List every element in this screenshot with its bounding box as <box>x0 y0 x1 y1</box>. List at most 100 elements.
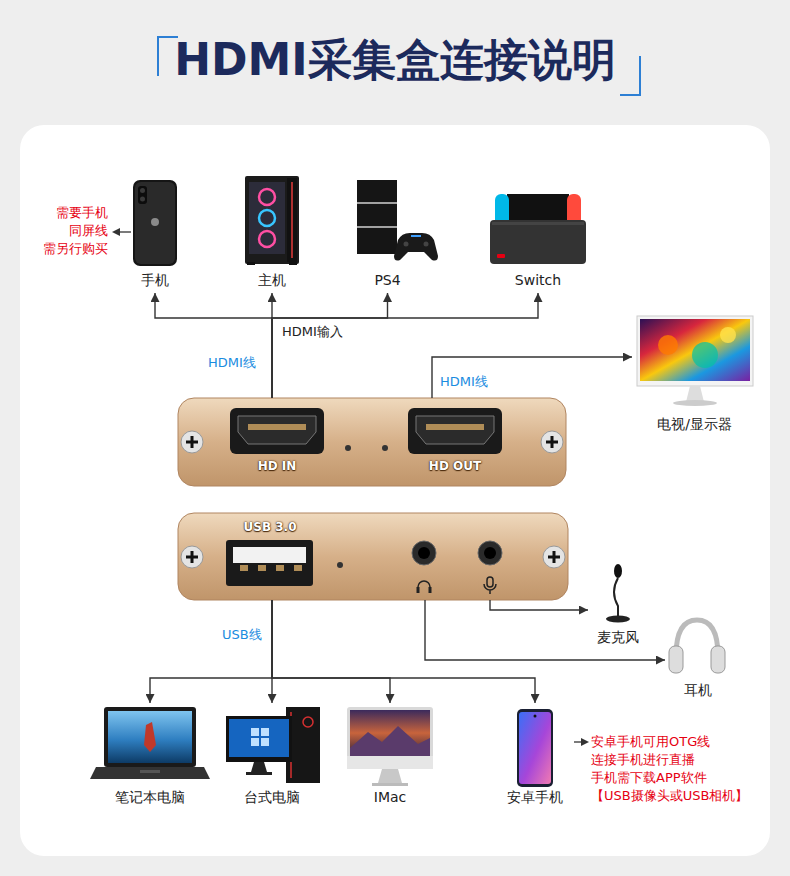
capture-box-front-illustration-part <box>416 416 494 444</box>
android-phone-illustration <box>517 709 553 787</box>
capture-box-front-illustration <box>178 398 566 486</box>
capture-box-back-illustration-part <box>233 547 306 563</box>
gaming-pc-illustration-part <box>259 189 275 205</box>
signal-label: HDMI输入 <box>282 323 343 341</box>
ps4-illustration-part <box>357 228 397 254</box>
desktop-illustration-part <box>229 719 289 757</box>
device-label: 安卓手机 <box>507 788 563 806</box>
gaming-pc-illustration-part <box>291 182 293 258</box>
connector-line <box>432 357 632 398</box>
headphones-device: 耳机 <box>665 615 730 703</box>
ps4-illustration-part <box>411 235 421 237</box>
port-label: USB 3.0 <box>244 520 297 535</box>
iphone-illustration-part <box>135 182 175 264</box>
tv-illustration-part <box>692 342 718 368</box>
capture-box-back-illustration-part <box>478 541 502 565</box>
headphones-illustration-part <box>711 646 725 673</box>
desktop-illustration-part <box>251 728 259 736</box>
note-arrow <box>112 228 589 746</box>
switch-illustration-part <box>497 254 505 258</box>
ps4-illustration-part <box>357 204 397 226</box>
iphone-illustration-part <box>140 188 145 193</box>
content-panel <box>20 125 770 856</box>
capture-box-back-illustration-part <box>429 587 432 593</box>
gaming-pc-illustration-part <box>249 182 285 254</box>
imac-illustration-part <box>378 769 402 783</box>
capture-box-front-illustration-part <box>186 436 198 448</box>
imac-illustration <box>347 707 433 786</box>
capture-box-front-illustration-part <box>230 408 324 454</box>
switch-device: Switch <box>478 185 598 293</box>
laptop-illustration-part <box>140 770 160 773</box>
desktop-illustration <box>226 707 320 783</box>
switch-illustration-part <box>492 222 584 225</box>
android-note: 安卓手机可用OTG线 连接手机进行直播 手机需下载APP软件 【USB摄像头或U… <box>591 733 748 805</box>
device-label: 台式电脑 <box>244 788 300 806</box>
connector-line <box>272 600 390 703</box>
gaming-pc-illustration-part <box>245 176 299 264</box>
connector-line <box>272 600 535 703</box>
device-label: 手机 <box>141 271 169 289</box>
imac-illustration-part <box>372 783 408 786</box>
android-phone-device: 安卓手机 <box>500 703 570 810</box>
device-label: 主机 <box>258 271 286 289</box>
capture-box-back-illustration-part <box>258 565 266 571</box>
phone-device: 手机 <box>125 176 185 293</box>
desktop-illustration-part <box>261 738 269 746</box>
cable-label: HDMI线 <box>440 373 488 391</box>
connector-line <box>272 293 388 398</box>
capture-box-back-illustration-part <box>417 587 420 593</box>
purchase-note: 需要手机 同屏线 需另行购买 <box>43 204 108 258</box>
microphone-illustration-part <box>614 564 622 578</box>
tv-illustration <box>637 316 753 406</box>
note-arrow-part <box>574 741 582 742</box>
connector-line <box>272 293 538 398</box>
capture-box-back-illustration-part <box>337 562 343 568</box>
connector-line <box>425 600 665 660</box>
device-label: 电视/显示器 <box>657 415 732 433</box>
desktop-illustration-part <box>261 728 269 736</box>
cable-label: USB线 <box>222 626 262 644</box>
capture-box-back-illustration-part <box>418 547 430 559</box>
capture-box-front: HD INHD OUT <box>178 398 566 486</box>
capture-box-front-illustration-part <box>248 424 306 430</box>
desktop-illustration-part <box>226 716 292 762</box>
capture-box-back-illustration-part <box>484 584 496 594</box>
ps4-illustration-part <box>357 203 397 204</box>
ps4-illustration-part <box>357 180 397 202</box>
imac-illustration-part <box>347 756 433 769</box>
desktop-illustration-part <box>303 717 313 727</box>
android-phone-illustration-part <box>519 712 551 784</box>
capture-box-back-illustration-part <box>543 546 565 568</box>
tv-illustration-part <box>640 319 750 381</box>
ps4-illustration <box>357 180 438 261</box>
imac-illustration-part <box>347 707 433 769</box>
ps4-illustration-part <box>394 233 438 261</box>
note-arrow-part <box>581 738 589 746</box>
switch-illustration-part <box>490 220 586 264</box>
gaming-pc-illustration-part <box>247 262 255 265</box>
device-label: Switch <box>515 271 561 289</box>
microphone-device: 麦克风 <box>588 562 648 650</box>
imac-illustration-part <box>350 710 430 756</box>
connector-line <box>490 600 588 610</box>
ps4-illustration-part <box>404 242 409 247</box>
microphone-illustration-part <box>606 616 630 623</box>
capture-box-back-illustration-part <box>418 581 430 591</box>
port-label: HD IN <box>258 459 297 474</box>
laptop-illustration-part <box>90 767 210 779</box>
tv-illustration-part <box>720 327 736 343</box>
iphone-illustration-part <box>151 218 159 226</box>
capture-box-front-illustration-part <box>426 424 484 430</box>
iphone-illustration <box>133 180 177 266</box>
note-arrow-part <box>112 228 120 236</box>
capture-box-back-illustration-part <box>487 577 493 587</box>
imac-illustration-part <box>350 726 430 756</box>
gaming-pc-illustration-part <box>259 210 275 226</box>
connector-line <box>155 293 272 398</box>
capture-box-front-illustration-part <box>408 408 502 454</box>
capture-box-back-illustration-part <box>294 565 302 571</box>
capture-box-front-illustration-part <box>178 398 566 486</box>
device-label: 麦克风 <box>597 628 639 646</box>
